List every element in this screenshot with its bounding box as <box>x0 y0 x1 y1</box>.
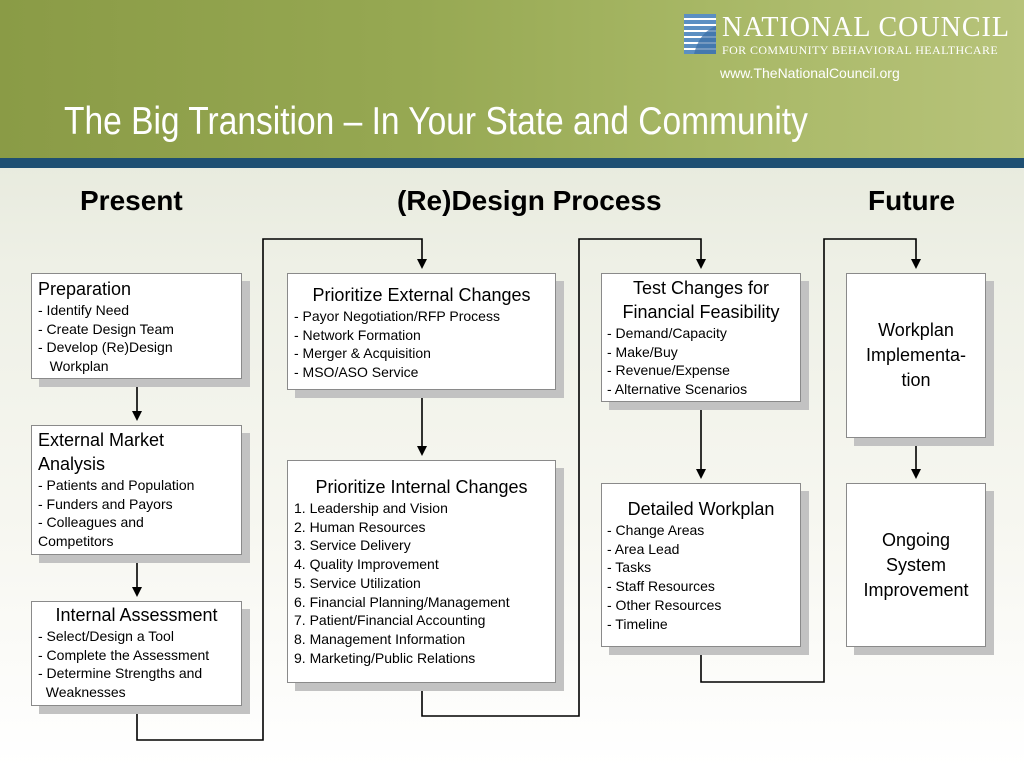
box-test-changes-title-line1: Test Changes for <box>632 278 770 298</box>
list-item: - Demand/Capacity <box>607 325 727 341</box>
box-ongoing-line1: Ongoing <box>881 530 951 550</box>
list-item: - Patients and Population <box>38 477 195 493</box>
page-title: The Big Transition – In Your State and C… <box>64 100 808 143</box>
box-prioritize-internal-changes: Prioritize Internal Changes 1. Leadershi… <box>287 460 556 683</box>
list-item: - Revenue/Expense <box>607 362 730 379</box>
box-workplan-implementation: Workplan Implementa- tion <box>846 273 986 438</box>
box-internal-changes-title: Prioritize Internal Changes <box>315 477 528 497</box>
box-preparation-list: - Identify Need - Create Design Team - D… <box>38 301 235 376</box>
box-internal-assessment: Internal Assessment - Select/Design a To… <box>31 601 242 706</box>
list-item: - Identify Need <box>38 302 130 318</box>
box-internal-assessment-list: - Select/Design a Tool - Complete the As… <box>38 627 235 702</box>
box-external-changes-title: Prioritize External Changes <box>312 285 531 305</box>
box-internal-assessment-title: Internal Assessment <box>55 605 218 625</box>
list-item: - Complete the Assessment <box>38 646 210 663</box>
column-heading-future: Future <box>868 185 956 216</box>
column-heading-redesign: (Re)Design Process <box>397 185 662 216</box>
box-workplan-implementation-line1: Workplan <box>878 320 954 340</box>
list-item: - Other Resources <box>607 596 722 613</box>
box-workplan-implementation-line2: Implementa- <box>865 345 967 365</box>
list-item: - Make/Buy <box>607 343 678 360</box>
list-item: - Develop (Re)Design <box>38 339 173 356</box>
logo-subtitle: FOR COMMUNITY BEHAVIORAL HEALTHCARE <box>722 43 999 57</box>
list-item: 4. Quality Improvement <box>294 556 439 573</box>
box-test-changes-list: - Demand/Capacity - Make/Buy - Revenue/E… <box>607 324 795 399</box>
list-item: - Alternative Scenarios <box>607 381 748 398</box>
box-detailed-workplan: Detailed Workplan - Change Areas - Area … <box>601 483 801 647</box>
logo-name: NATIONAL COUNCIL <box>722 12 1010 43</box>
list-item: - Timeline <box>607 615 668 632</box>
logo-mark-icon <box>684 14 716 54</box>
box-preparation: Preparation - Identify Need - Create Des… <box>31 273 242 379</box>
list-item: 5. Service Utilization <box>294 574 421 591</box>
list-item: - Merger & Acquisition <box>294 345 431 362</box>
box-test-changes-title-line2: Financial Feasibility <box>622 302 780 322</box>
list-item: - Determine Strengths and <box>38 665 203 682</box>
box-external-market-analysis: External Market Analysis - Patients and … <box>31 425 242 555</box>
list-item: 1. Leadership and Vision <box>294 500 448 516</box>
organization-logo: NATIONAL COUNCIL FOR COMMUNITY BEHAVIORA… <box>684 12 1014 92</box>
list-item: Weaknesses <box>38 684 126 701</box>
list-item: 9. Marketing/Public Relations <box>294 649 476 666</box>
list-item: Workplan <box>38 358 109 375</box>
list-item: - MSO/ASO Service <box>294 364 419 381</box>
box-external-changes-list: - Payor Negotiation/RFP Process - Networ… <box>294 307 549 382</box>
header-divider <box>0 158 1024 168</box>
logo-url: www.TheNationalCouncil.org <box>720 65 900 81</box>
list-item: - Network Formation <box>294 326 421 343</box>
connector-internal-to-test <box>421 238 706 717</box>
list-item: - Tasks <box>607 559 652 576</box>
list-item: - Area Lead <box>607 540 680 557</box>
box-ongoing-line3: Improvement <box>863 580 969 600</box>
box-external-market-title-line2: Analysis <box>38 454 106 474</box>
list-item: - Funders and Payors <box>38 495 173 512</box>
list-item: 2. Human Resources <box>294 518 426 535</box>
list-item: - Create Design Team <box>38 320 174 337</box>
connector-workplan-to-implementation <box>700 238 921 683</box>
connector-assessment-to-external <box>136 238 427 741</box>
box-external-market-list: - Patients and Population - Funders and … <box>38 476 235 551</box>
list-item: - Colleagues and <box>38 514 144 531</box>
box-workplan-implementation-line3: tion <box>901 370 931 390</box>
box-prioritize-external-changes: Prioritize External Changes - Payor Nego… <box>287 273 556 390</box>
box-external-market-title-line1: External Market <box>38 430 165 450</box>
column-heading-present: Present <box>80 185 183 216</box>
list-item: - Change Areas <box>607 522 705 538</box>
list-item: - Select/Design a Tool <box>38 628 174 644</box>
list-item: 6. Financial Planning/Management <box>294 593 510 610</box>
list-item: 7. Patient/Financial Accounting <box>294 612 486 629</box>
box-internal-changes-list: 1. Leadership and Vision 2. Human Resour… <box>294 499 549 667</box>
list-item: Competitors <box>38 533 114 550</box>
box-preparation-title: Preparation <box>38 279 132 299</box>
box-detailed-workplan-list: - Change Areas - Area Lead - Tasks - Sta… <box>607 521 795 633</box>
box-ongoing-line2: System <box>885 555 946 575</box>
list-item: 8. Management Information <box>294 630 466 647</box>
list-item: - Payor Negotiation/RFP Process <box>294 308 500 324</box>
box-test-changes: Test Changes for Financial Feasibility -… <box>601 273 801 402</box>
list-item: 3. Service Delivery <box>294 537 411 554</box>
list-item: - Staff Resources <box>607 578 715 595</box>
box-ongoing-system-improvement: Ongoing System Improvement <box>846 483 986 647</box>
box-detailed-workplan-title: Detailed Workplan <box>627 499 775 519</box>
header-banner <box>0 0 1024 158</box>
